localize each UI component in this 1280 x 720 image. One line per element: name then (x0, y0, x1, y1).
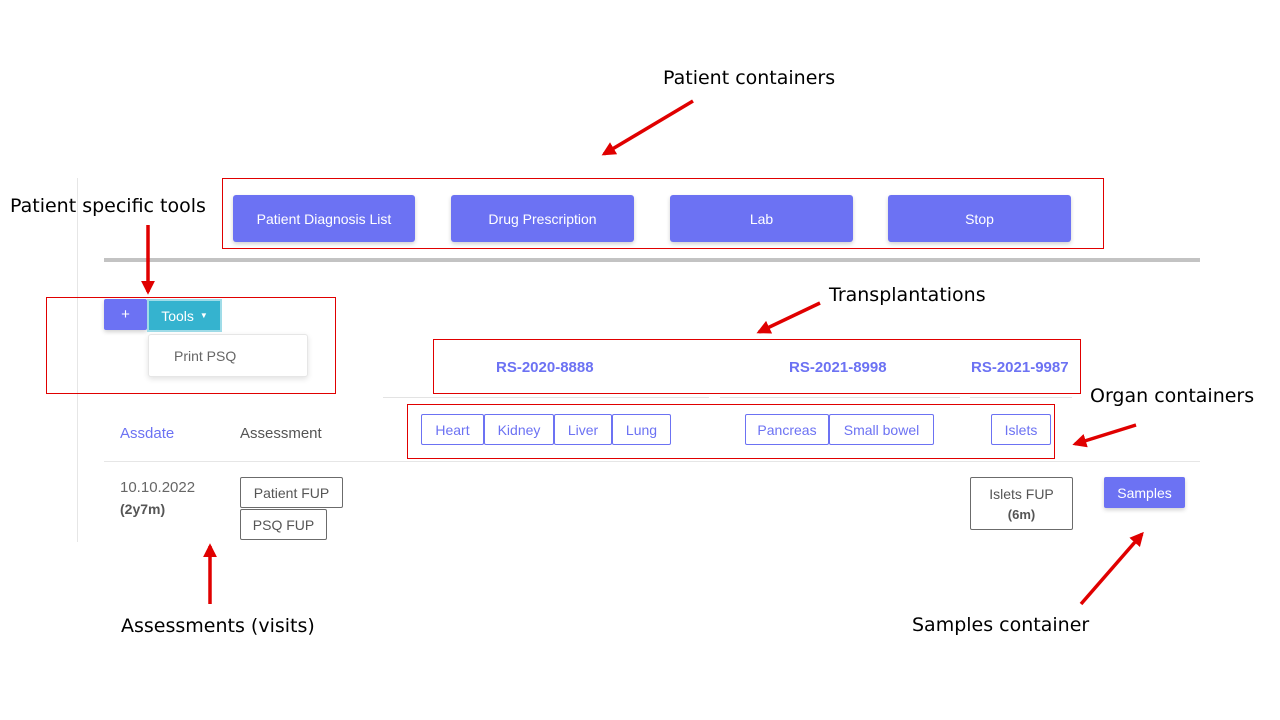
annotation-box-transplantations (433, 339, 1081, 394)
callout-organ-containers: Organ containers (1090, 385, 1255, 407)
tools-dropdown-button[interactable]: Tools ▼ (147, 299, 222, 332)
organ-lung[interactable]: Lung (612, 414, 671, 445)
transplant-underline-2 (720, 397, 960, 398)
transplant-underline-3 (970, 397, 1072, 398)
dropdown-item-print-psq[interactable]: Print PSQ (148, 334, 308, 377)
organ-pancreas[interactable]: Pancreas (745, 414, 829, 445)
islets-fup-button[interactable]: Islets FUP (6m) (970, 477, 1073, 530)
assessment-age: (2y7m) (120, 501, 166, 517)
transplantation-rs-2021-8998[interactable]: RS-2021-8998 (789, 359, 887, 376)
table-header-divider (104, 461, 1200, 462)
arrow-samples-container (1079, 531, 1144, 606)
patient-diagnosis-list-button[interactable]: Patient Diagnosis List (233, 195, 415, 242)
samples-button[interactable]: Samples (1104, 477, 1185, 508)
tools-label: Tools (161, 307, 194, 324)
transplantation-rs-2021-9987[interactable]: RS-2021-9987 (971, 359, 1069, 376)
callout-samples-container: Samples container (912, 614, 1090, 636)
callout-patient-containers: Patient containers (663, 67, 836, 89)
organ-heart[interactable]: Heart (421, 414, 484, 445)
organ-islets[interactable]: Islets (991, 414, 1051, 445)
add-button[interactable]: + (104, 299, 147, 330)
callout-assessments: Assessments (visits) (121, 615, 315, 637)
stop-button[interactable]: Stop (888, 195, 1071, 242)
organ-kidney[interactable]: Kidney (484, 414, 554, 445)
islets-fup-label: Islets FUP (989, 485, 1054, 502)
patient-fup-button[interactable]: Patient FUP (240, 477, 343, 508)
panel-left-border (77, 178, 78, 542)
arrow-organ-containers (1072, 423, 1137, 448)
arrow-transplantations (756, 301, 821, 334)
annotation-box-patient-containers (222, 178, 1104, 249)
drug-prescription-button[interactable]: Drug Prescription (451, 195, 634, 242)
column-header-assdate[interactable]: Assdate (120, 425, 175, 442)
islets-fup-age: (6m) (1007, 506, 1036, 522)
lab-button[interactable]: Lab (670, 195, 853, 242)
psq-fup-button[interactable]: PSQ FUP (240, 509, 327, 540)
caret-down-icon: ▼ (199, 311, 208, 320)
organ-small-bowel[interactable]: Small bowel (829, 414, 934, 445)
transplant-underline-1 (383, 397, 709, 398)
assessment-date: 10.10.2022 (120, 479, 196, 496)
section-divider (104, 258, 1200, 262)
callout-patient-tools: Patient specific tools (10, 195, 206, 217)
organ-liver[interactable]: Liver (554, 414, 612, 445)
arrow-patient-containers (601, 99, 694, 156)
annotation-box-patient-tools (46, 297, 336, 394)
annotation-box-organ-containers (407, 404, 1055, 459)
callout-transplantations: Transplantations (829, 284, 986, 306)
transplantation-rs-2020-8888[interactable]: RS-2020-8888 (496, 359, 594, 376)
column-header-assessment: Assessment (240, 425, 322, 442)
